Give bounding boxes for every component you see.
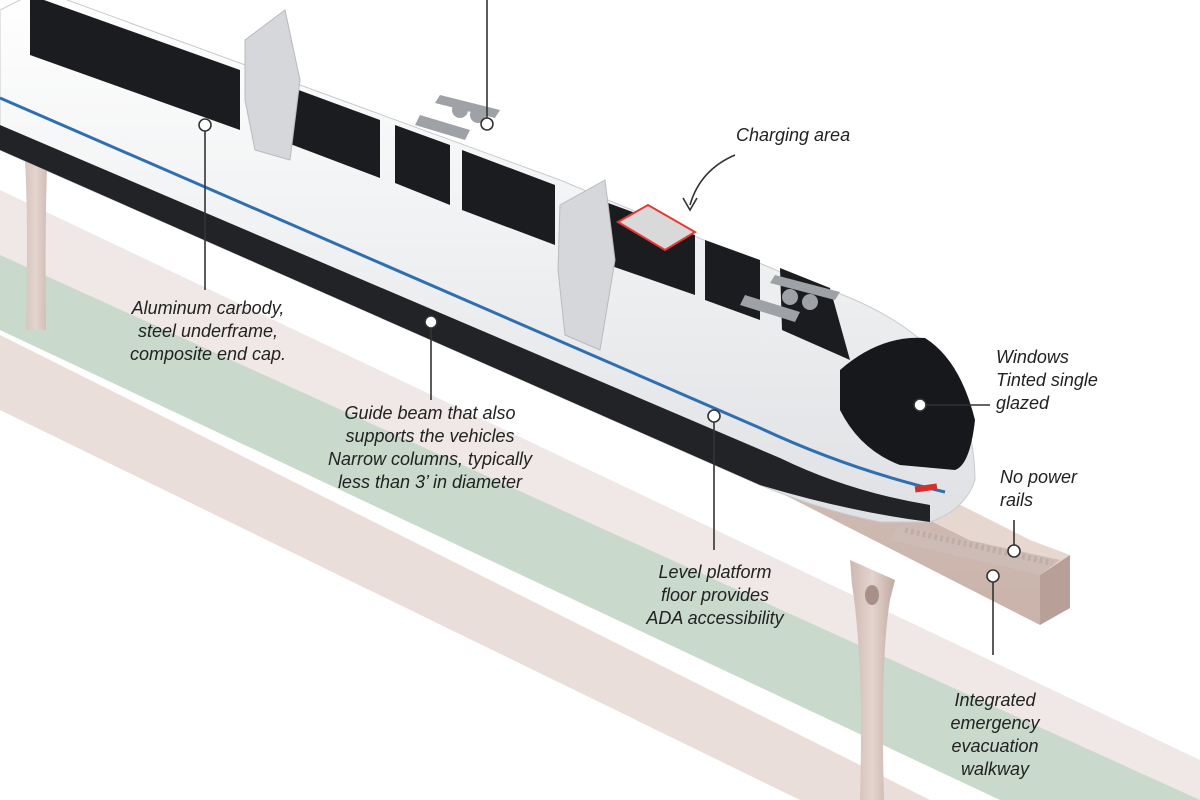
- label-windows: Windows Tinted single glazed: [996, 346, 1098, 415]
- roof-fan: [452, 102, 468, 118]
- charging-arrow-head: [682, 197, 698, 212]
- leader-lines: [198, 0, 1021, 655]
- charging-area-marker: [616, 203, 697, 252]
- leader-dot-top: [480, 117, 494, 131]
- label-line: Guide beam that also: [344, 403, 516, 423]
- column-right-hole: [865, 585, 879, 605]
- side-windows: [30, 0, 850, 360]
- window: [395, 125, 450, 205]
- column-right: [850, 560, 895, 800]
- label-line: Level platform: [658, 562, 772, 582]
- label-charging-area: Charging area: [736, 124, 850, 147]
- label-line: rails: [1000, 490, 1034, 510]
- ground-pink-band: [0, 335, 930, 800]
- train-underbody: [0, 125, 930, 522]
- label-line: emergency: [950, 713, 1040, 733]
- label-guide-beam: Guide beam that also supports the vehicl…: [310, 402, 550, 494]
- monorail-train: [0, 0, 976, 523]
- leader-dot-carbody: [198, 118, 212, 132]
- roof-panel: [415, 115, 470, 140]
- label-line: walkway: [960, 759, 1030, 779]
- window: [30, 0, 240, 130]
- leader-dot-power-rails: [1007, 544, 1021, 558]
- roof-fan: [802, 294, 818, 310]
- ground-shadow-band: [0, 190, 1200, 800]
- ground: [0, 190, 1200, 800]
- label-line: evacuation: [951, 736, 1039, 756]
- label-level-platform: Level platform floor provides ADA access…: [630, 561, 800, 630]
- roof-panel: [435, 95, 500, 118]
- bellow-1: [244, 9, 301, 161]
- leader-dot-windows: [913, 398, 927, 412]
- label-line: Charging area: [736, 125, 851, 145]
- headlight: [914, 483, 938, 493]
- ground-green-band: [0, 255, 1200, 800]
- label-carbody: Aluminum carbody, steel underframe, comp…: [108, 297, 308, 366]
- walkway-grating: [904, 527, 1053, 566]
- label-line: floor provides: [660, 585, 770, 605]
- label-line: Integrated: [954, 690, 1036, 710]
- label-line: glazed: [996, 393, 1050, 413]
- roof-equipment: [415, 95, 840, 322]
- gangway-bellows: [244, 9, 616, 351]
- charging-arrow: [689, 154, 736, 206]
- leader-dot-walkway: [986, 569, 1000, 583]
- label-line: less than 3’ in diameter: [337, 472, 523, 492]
- train-body: [0, 0, 976, 523]
- label-line: Tinted single: [996, 370, 1098, 390]
- beam-end-face: [1040, 555, 1070, 625]
- label-line: supports the vehicles: [345, 426, 515, 446]
- label-line: ADA accessibility: [646, 608, 784, 628]
- label-line: Windows: [996, 347, 1069, 367]
- train-stripe: [0, 96, 946, 494]
- bellow-2: [557, 179, 616, 351]
- label-line: Narrow columns, typically: [327, 449, 533, 469]
- label-line: No power: [1000, 467, 1078, 487]
- roof-panel: [770, 275, 840, 300]
- leader-dot-guide-beam: [424, 315, 438, 329]
- label-line: Aluminum carbody,: [131, 298, 285, 318]
- window: [780, 268, 850, 360]
- label-no-power-rails: No power rails: [1000, 466, 1077, 512]
- leader-dot-platform: [707, 409, 721, 423]
- label-walkway: Integrated emergency evacuation walkway: [920, 689, 1070, 781]
- roof-fan: [470, 107, 486, 123]
- walkway-channel: [890, 525, 1060, 575]
- roof-panel: [740, 295, 800, 322]
- cab-windshield: [840, 337, 975, 470]
- window: [462, 150, 555, 245]
- window: [285, 85, 380, 178]
- roof-fan: [782, 289, 798, 305]
- label-line: steel underframe,: [137, 321, 279, 341]
- label-line: composite end cap.: [129, 344, 287, 364]
